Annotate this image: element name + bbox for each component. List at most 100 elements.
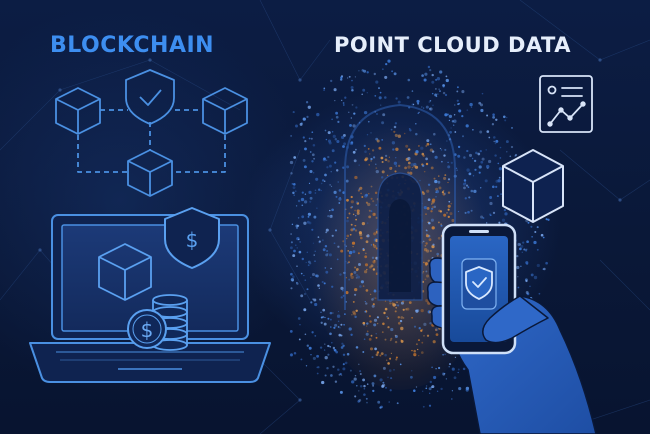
point-cloud-dot — [354, 315, 357, 319]
point-cloud-dot — [425, 162, 429, 166]
point-cloud-dot — [450, 398, 453, 400]
point-cloud-dot — [464, 211, 467, 214]
point-cloud-dot — [362, 88, 366, 92]
point-cloud-dot — [407, 78, 411, 82]
point-cloud-dot — [337, 368, 340, 371]
point-cloud-dot — [356, 384, 358, 387]
point-cloud-dot — [358, 231, 362, 235]
point-cloud-dot — [301, 191, 304, 194]
point-cloud-dot — [357, 275, 361, 279]
point-cloud-dot — [520, 265, 522, 268]
point-cloud-dot — [316, 112, 320, 117]
point-cloud-dot — [392, 148, 395, 151]
point-cloud-dot — [469, 102, 473, 107]
point-cloud-dot — [531, 236, 533, 238]
point-cloud-dot — [456, 99, 459, 102]
point-cloud-dot — [353, 112, 356, 115]
point-cloud-dot — [478, 101, 482, 105]
point-cloud-dot — [358, 390, 360, 392]
point-cloud-dot — [372, 303, 375, 306]
point-cloud-dot — [433, 177, 436, 180]
point-cloud-dot — [311, 160, 314, 163]
point-cloud-dot — [296, 265, 298, 267]
point-cloud-dot — [384, 338, 387, 341]
point-cloud-dot — [413, 389, 416, 392]
shield-check-icon — [465, 266, 493, 300]
point-cloud-dot — [404, 166, 407, 170]
point-cloud-dot — [435, 333, 439, 336]
point-cloud-dot — [314, 335, 317, 337]
point-cloud-dot — [547, 218, 550, 221]
point-cloud-dot — [383, 311, 386, 315]
point-cloud-dot — [300, 272, 303, 275]
point-cloud-dot — [299, 324, 301, 326]
svg-text:$: $ — [186, 228, 199, 252]
point-cloud-dot — [368, 209, 371, 212]
point-cloud-dot — [370, 334, 373, 337]
point-cloud-dot — [464, 197, 467, 200]
point-cloud-dot — [330, 171, 332, 173]
point-cloud-dot — [370, 197, 373, 200]
point-cloud-dot — [289, 353, 293, 357]
point-cloud-dot — [386, 174, 389, 177]
point-cloud-dot — [304, 293, 306, 295]
point-cloud-dot — [373, 244, 377, 248]
point-cloud-dot — [495, 185, 498, 189]
point-cloud-dot — [373, 289, 377, 293]
point-cloud-dot — [467, 186, 470, 189]
point-cloud-dot — [441, 191, 444, 194]
point-cloud-dot — [290, 278, 295, 282]
point-cloud-dot — [428, 238, 432, 242]
point-cloud-dot — [543, 267, 546, 271]
point-cloud-dot — [312, 356, 316, 360]
point-cloud-dot — [299, 241, 301, 243]
point-cloud-dot — [538, 292, 541, 295]
point-cloud-dot — [521, 251, 523, 253]
point-cloud-dot — [362, 285, 365, 287]
point-cloud-dot — [337, 181, 339, 183]
point-cloud-dot — [520, 244, 524, 248]
point-cloud-dot — [351, 380, 355, 384]
point-cloud-dot — [321, 380, 325, 385]
point-cloud-dot — [363, 393, 366, 396]
point-cloud-dot — [478, 165, 482, 169]
point-cloud-dot — [368, 215, 372, 219]
point-cloud-dot — [495, 179, 499, 183]
point-cloud-dot — [362, 247, 365, 250]
point-cloud-dot — [399, 319, 403, 323]
point-cloud-dot — [431, 385, 435, 389]
point-cloud-dot — [422, 107, 425, 109]
point-cloud-dot — [461, 90, 465, 94]
point-cloud-dot — [367, 202, 371, 207]
point-cloud-dot — [289, 160, 294, 165]
point-cloud-dot — [440, 387, 443, 391]
point-cloud-dot — [364, 300, 366, 303]
point-cloud-dot — [348, 327, 352, 331]
point-cloud-dot — [447, 208, 450, 211]
point-cloud-dot — [341, 99, 343, 102]
point-cloud-dot — [352, 124, 356, 128]
point-cloud-dot — [381, 160, 384, 164]
point-cloud-dot — [325, 253, 329, 257]
point-cloud-dot — [339, 327, 341, 329]
point-cloud-dot — [366, 134, 369, 136]
point-cloud-dot — [385, 386, 387, 389]
point-cloud-dot — [351, 88, 354, 92]
point-cloud-dot — [384, 300, 387, 302]
point-cloud-dot — [354, 224, 356, 227]
point-cloud-dot — [373, 297, 375, 299]
point-cloud-dot — [386, 315, 388, 318]
point-cloud-dot — [417, 112, 420, 115]
point-cloud-dot — [335, 169, 339, 172]
point-cloud-dot — [362, 321, 366, 325]
point-cloud-dot — [321, 239, 324, 242]
point-cloud-dot — [325, 270, 329, 274]
point-cloud-dot — [324, 343, 326, 345]
point-cloud-dot — [380, 352, 384, 356]
point-cloud-dot — [324, 173, 327, 177]
point-cloud-dot — [302, 136, 305, 139]
point-cloud-dot — [432, 340, 436, 344]
point-cloud-dot — [393, 369, 395, 371]
point-cloud-dot — [370, 157, 373, 161]
point-cloud-dot — [370, 132, 372, 134]
